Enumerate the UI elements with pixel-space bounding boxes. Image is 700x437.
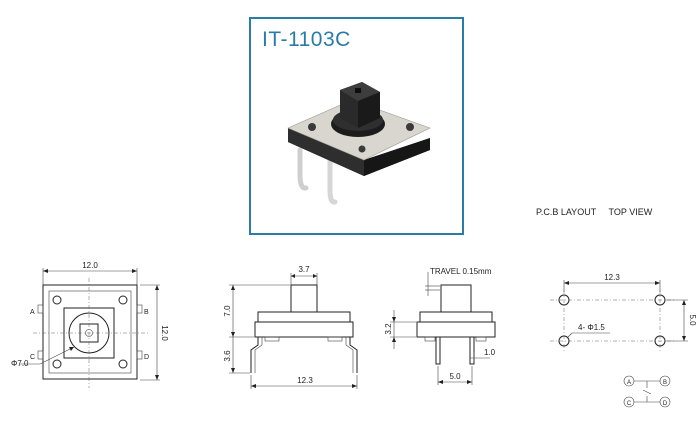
pcb-hole-span: 12.3 bbox=[604, 273, 620, 282]
front-lead-length: 3.6 bbox=[223, 350, 232, 362]
pcb-hole-spec: 4- Φ1.5 bbox=[578, 323, 605, 332]
top-pin-d: D bbox=[144, 354, 149, 361]
schematic-pin-b: B bbox=[663, 380, 667, 386]
switch-schematic: A B C D bbox=[623, 375, 671, 408]
front-view-drawing: 3.7 7.0 3.6 12.3 bbox=[223, 265, 358, 389]
top-diameter-dim: Φ7.0 bbox=[11, 359, 29, 368]
pcb-caption: P.C.B LAYOUT TOP VIEW bbox=[536, 207, 662, 217]
side-body-height: 3.2 bbox=[384, 323, 393, 335]
front-height: 7.0 bbox=[223, 305, 232, 317]
top-pin-c: C bbox=[30, 354, 35, 361]
top-pin-b: B bbox=[144, 309, 149, 316]
schematic-pin-a: A bbox=[627, 380, 631, 386]
schematic-pin-d: D bbox=[663, 401, 668, 407]
top-view-label: TOP VIEW bbox=[608, 207, 653, 217]
side-lead-pitch: 5.0 bbox=[449, 372, 461, 381]
pcb-layout-label: P.C.B LAYOUT bbox=[536, 207, 597, 217]
front-lead-span: 12.3 bbox=[297, 376, 313, 385]
pcb-layout-drawing: 12.3 5.0 4- Φ1.5 bbox=[550, 273, 697, 351]
top-width-dim: 12.0 bbox=[82, 261, 98, 270]
pcb-hole-pitch: 5.0 bbox=[688, 314, 697, 326]
top-view-drawing: 12.0 12.0 Φ7.0 A B C D bbox=[11, 261, 169, 388]
top-height-dim: 12.0 bbox=[160, 325, 169, 341]
side-view-drawing: TRAVEL 0.15mm 3.2 1.0 5.0 bbox=[384, 267, 496, 385]
schematic-pin-c: C bbox=[627, 401, 632, 407]
front-stem-width: 3.7 bbox=[298, 265, 310, 274]
product-photo-frame bbox=[249, 17, 464, 235]
side-lead-width: 1.0 bbox=[484, 348, 496, 357]
top-pin-a: A bbox=[30, 309, 35, 316]
model-title: IT-1103C bbox=[262, 28, 351, 51]
product-photo bbox=[287, 82, 431, 205]
side-travel: TRAVEL 0.15mm bbox=[430, 267, 492, 276]
